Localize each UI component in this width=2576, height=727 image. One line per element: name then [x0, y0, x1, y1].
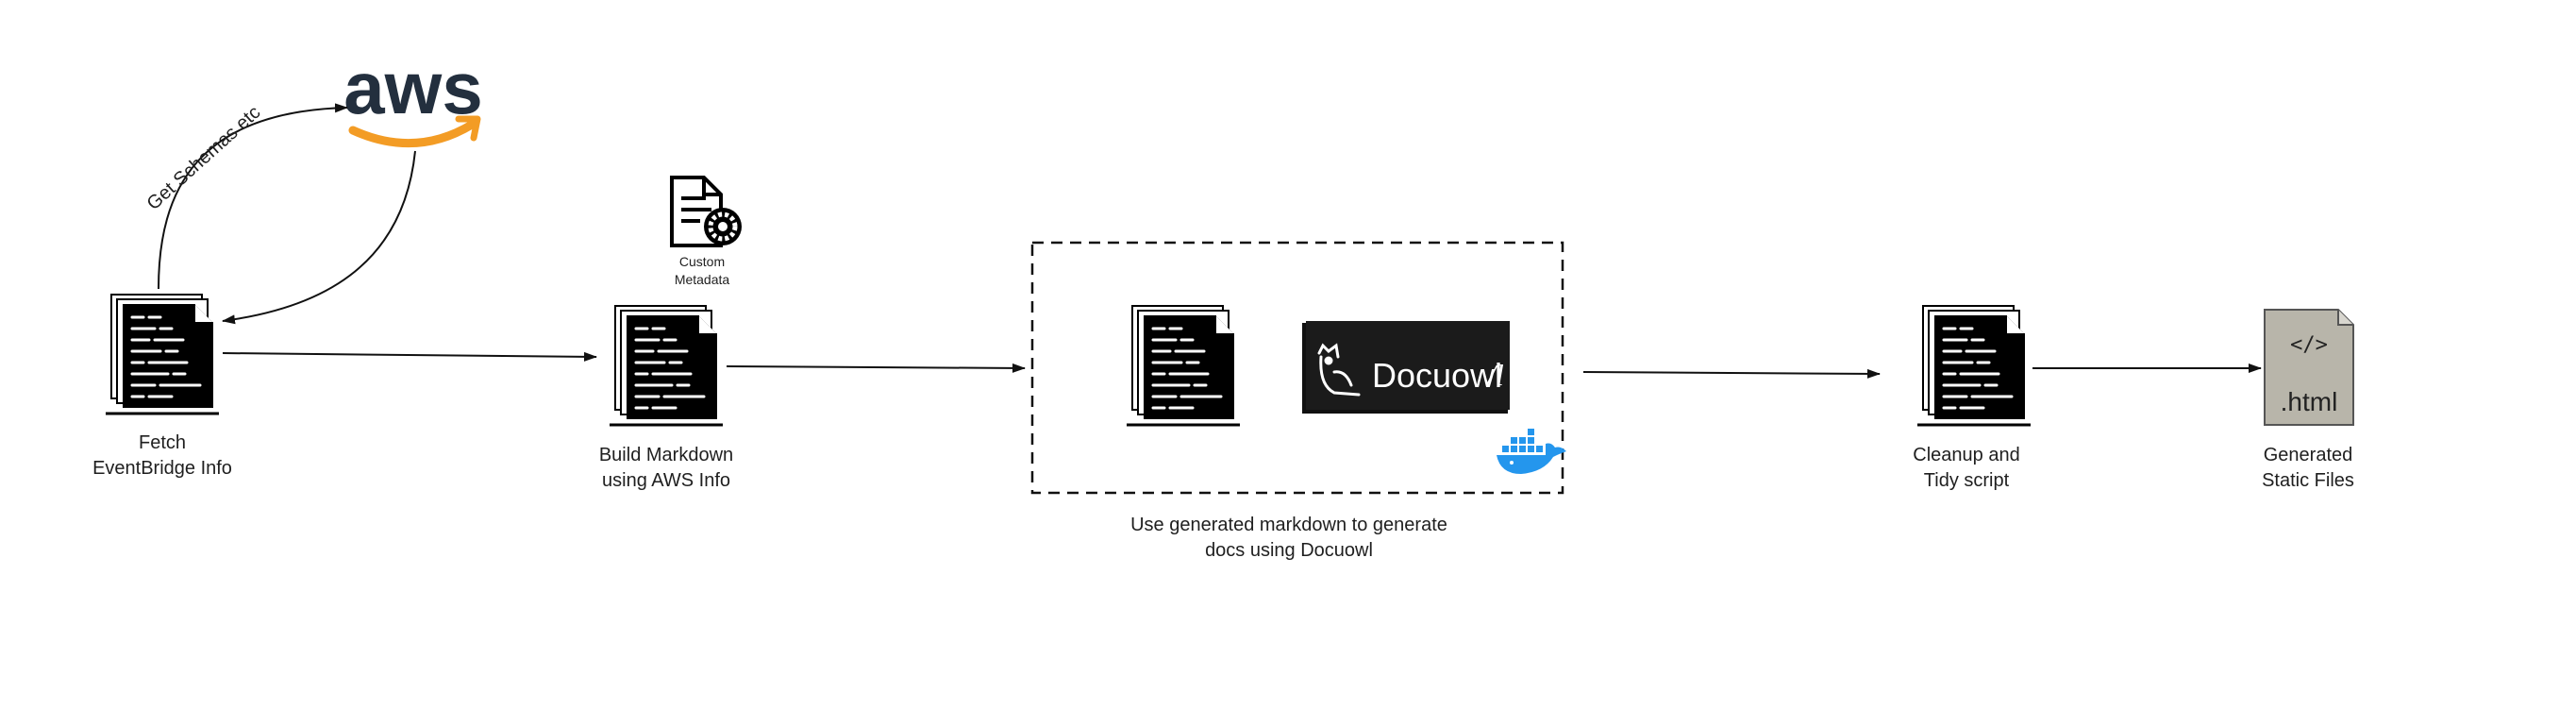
html-file-icon: </> .html [2264, 309, 2354, 426]
owl-icon [1317, 343, 1361, 397]
get-schemas-arrow [158, 103, 348, 290]
docker-whale-icon [1497, 429, 1566, 474]
html-code-glyph: </> [2290, 333, 2328, 357]
custom-metadata-line2: Metadata [674, 272, 730, 287]
build-markdown-document-icon [608, 304, 725, 427]
docuowl-group-box [1030, 241, 1564, 495]
docuowl-slash-glyph: /l [1485, 358, 1504, 392]
build-to-docuowl-arrow [726, 363, 1026, 373]
cleanup-label-line2: Tidy script [1923, 470, 2010, 491]
docuowl-logo-text: Docuowl [1372, 356, 1502, 395]
aws-logo: aws [343, 46, 483, 148]
generated-markdown-document-icon [1125, 304, 1242, 427]
generated-files-label: Generated Static Files [2214, 443, 2402, 494]
aws-return-arrow [222, 150, 416, 325]
docuowl-caption-line2: docs using Docuowl [1205, 540, 1373, 561]
generated-files-line2: Static Files [2262, 470, 2354, 491]
docuowl-to-cleanup-arrow [1582, 368, 1881, 379]
build-markdown-line1: Build Markdown [598, 445, 734, 465]
custom-metadata-label: Custom Metadata [645, 253, 759, 289]
generated-files-line1: Generated [2263, 445, 2353, 465]
docuowl-caption-line1: Use generated markdown to generate [1130, 515, 1447, 535]
custom-metadata-icon [670, 176, 742, 247]
build-markdown-label: Build Markdown using AWS Info [572, 443, 761, 494]
docuowl-group-caption: Use generated markdown to generate docs … [1100, 513, 1478, 564]
fetch-label: Fetch EventBridge Info [68, 431, 257, 482]
cleanup-label-line1: Cleanup and [1913, 445, 2020, 465]
fetch-document-icon [104, 293, 221, 415]
fetch-label-line1: Fetch [138, 432, 187, 453]
build-markdown-line2: using AWS Info [602, 470, 730, 491]
html-extension-text: .html [2281, 387, 2338, 416]
get-schemas-label: Get Schemas etc [143, 102, 265, 214]
aws-logo-text: aws [343, 46, 482, 129]
custom-metadata-line1: Custom [678, 254, 726, 269]
cleanup-document-icon [1915, 304, 2032, 427]
fetch-label-line2: EventBridge Info [92, 458, 232, 479]
fetch-to-build-arrow [222, 351, 597, 362]
docuowl-logo: Docuowl /l [1302, 321, 1510, 414]
cleanup-label: Cleanup and Tidy script [1872, 443, 2061, 494]
